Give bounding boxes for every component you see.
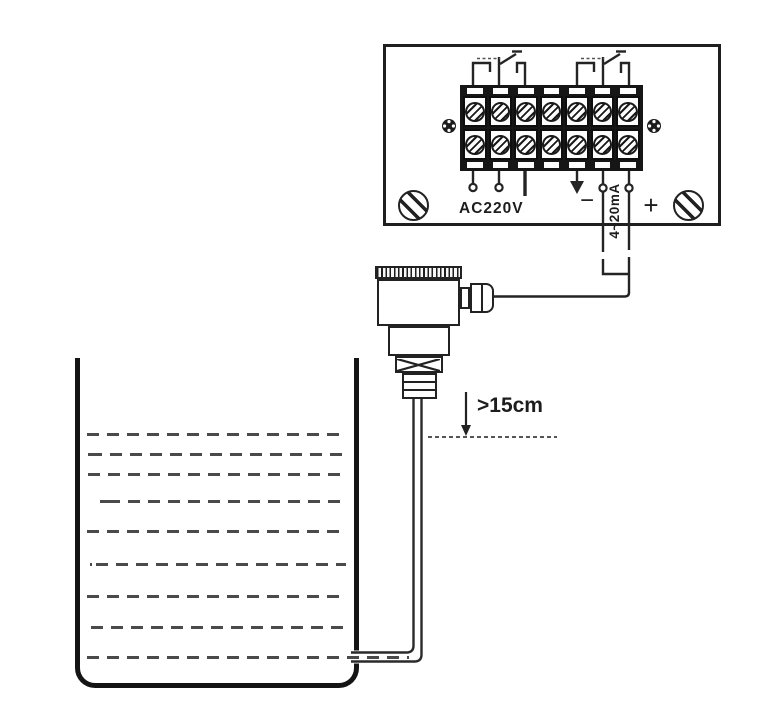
power-label: AC220V <box>459 200 524 217</box>
ground-arrow-icon <box>570 181 584 194</box>
polarity-plus-label: + <box>643 190 659 220</box>
sensor-hex-nut <box>395 356 443 373</box>
liquid-level-line <box>100 500 348 503</box>
terminal-column <box>616 88 640 168</box>
terminal-screw-icon <box>618 101 638 122</box>
open-terminal-icon <box>598 183 608 193</box>
polarity-minus-label: − <box>579 187 594 214</box>
open-terminal-icon <box>494 182 504 193</box>
liquid-level-line <box>87 433 345 436</box>
sensor-housing <box>377 279 460 326</box>
liquid-level-line <box>87 656 409 659</box>
liquid-level-line <box>90 563 346 566</box>
corner-screw-icon <box>398 190 429 221</box>
sensor-cap-ribbed <box>375 266 462 279</box>
terminal-screw-icon <box>618 134 638 155</box>
terminal-column <box>539 88 564 168</box>
terminal-screw-icon <box>516 134 536 155</box>
liquid-level-line <box>85 453 347 456</box>
tank <box>75 358 359 688</box>
cable-gland-flange <box>460 287 470 309</box>
terminal-column <box>514 88 538 168</box>
terminal-column <box>565 88 589 168</box>
terminal-block <box>460 85 643 171</box>
min-distance-label: >15cm <box>477 394 543 417</box>
terminal-screw-icon <box>465 101 485 122</box>
liquid-level-line <box>87 595 346 598</box>
panel-screw-icon <box>647 119 661 133</box>
terminal-screw-icon <box>516 101 536 122</box>
terminal-column <box>590 88 615 168</box>
open-terminal-icon <box>624 183 634 193</box>
corner-screw-icon <box>673 190 704 221</box>
liquid-level-line <box>87 530 347 533</box>
nut-cross-icon <box>396 357 441 373</box>
open-terminal-icon <box>468 182 478 193</box>
controller-enclosure <box>383 44 721 226</box>
cable-gland-nut <box>470 283 494 313</box>
signal-range-label: 4~20mA <box>607 183 622 239</box>
terminal-column <box>463 88 487 168</box>
liquid-level-line <box>87 626 345 629</box>
panel-screw-icon <box>442 119 456 133</box>
terminal-column <box>488 88 513 168</box>
sensor-neck <box>388 326 450 356</box>
terminal-pigtails <box>468 171 634 196</box>
terminal-screw-icon <box>567 134 587 155</box>
terminal-screw-icon <box>490 101 511 122</box>
terminal-screw-icon <box>541 134 562 155</box>
terminal-screw-icon <box>592 134 613 155</box>
signal-loop-wiring <box>494 191 631 298</box>
liquid-level-line <box>88 473 345 476</box>
terminal-screw-icon <box>567 101 587 122</box>
relay-contact-right-icon <box>575 50 631 85</box>
relay-contact-left-icon <box>471 50 527 85</box>
sensor-process-fitting <box>402 373 437 399</box>
probe-tube <box>351 399 424 664</box>
terminal-screw-icon <box>541 101 562 122</box>
terminal-screw-icon <box>490 134 511 155</box>
level-reference-line <box>428 436 557 439</box>
terminal-screw-icon <box>465 134 485 155</box>
distance-arrow-icon <box>461 392 471 436</box>
terminal-screw-icon <box>592 101 613 122</box>
